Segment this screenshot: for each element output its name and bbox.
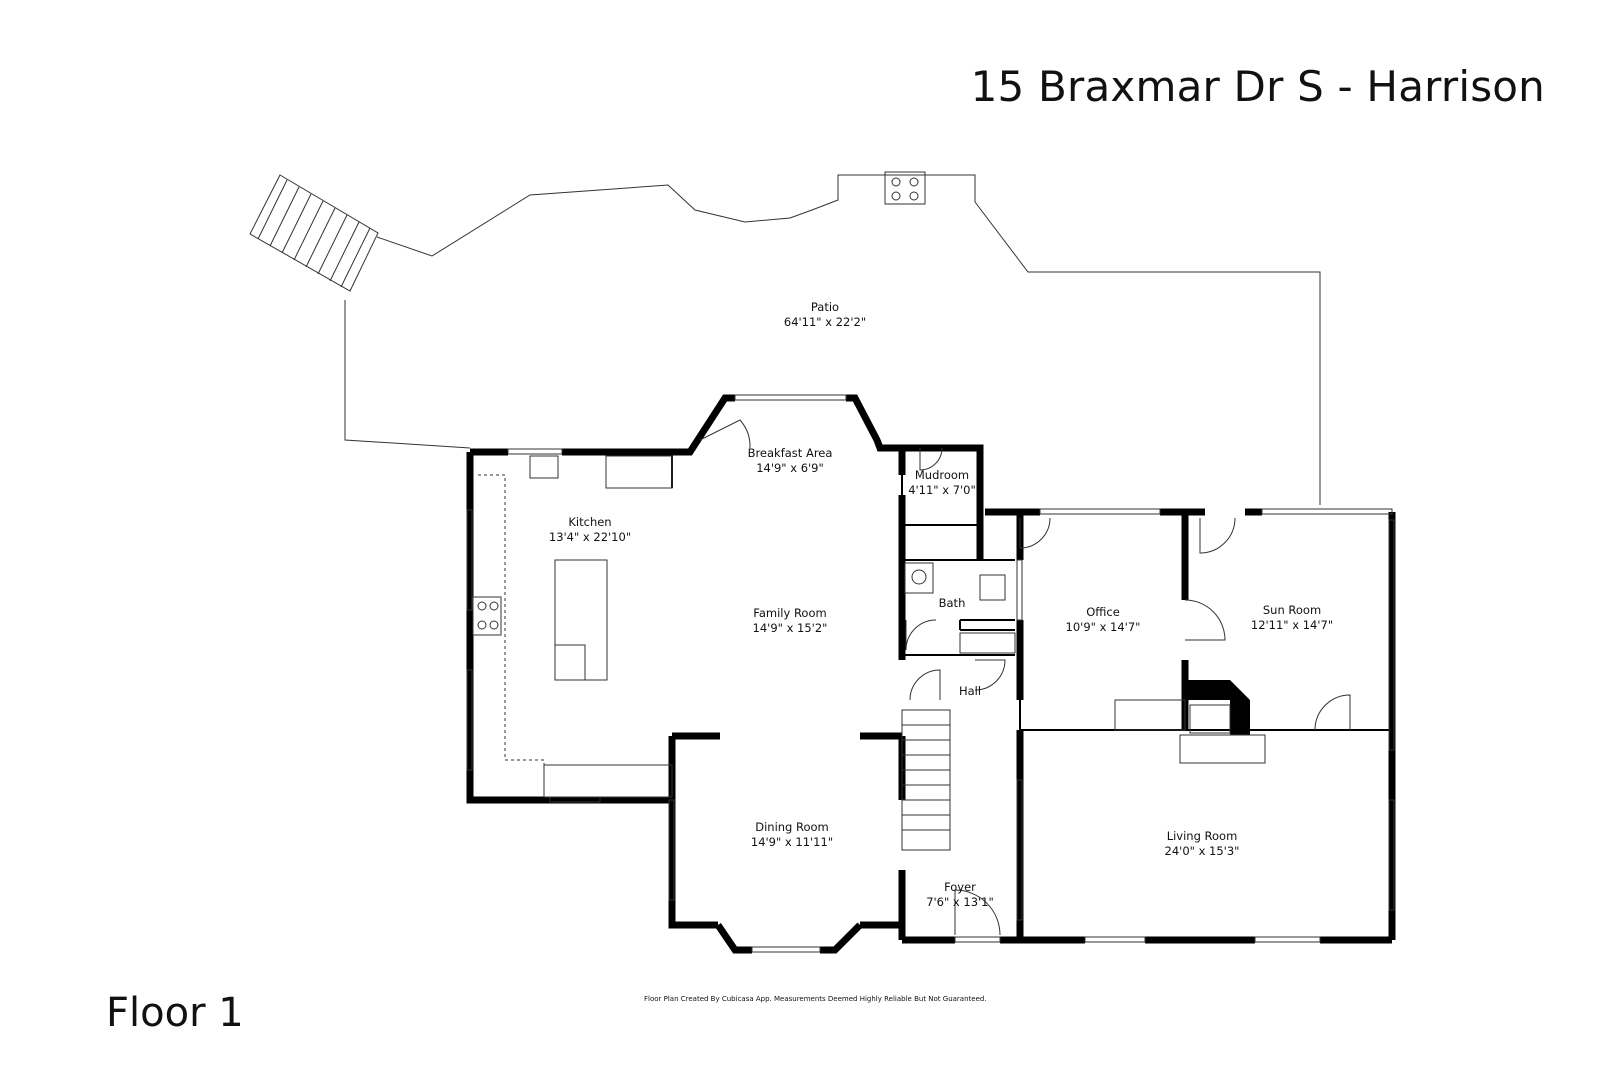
room-labels: Patio 64'11" x 22'2" Breakfast Area 14'9… <box>549 300 1333 909</box>
patio-outline <box>344 174 1321 505</box>
room-name-breakfast: Breakfast Area <box>748 446 833 460</box>
room-dims-mudroom: 4'11" x 7'0" <box>908 483 976 497</box>
room-name-sunroom: Sun Room <box>1263 603 1321 617</box>
room-dims-sunroom: 12'11" x 14'7" <box>1251 618 1333 632</box>
windows <box>466 394 1395 953</box>
room-name-family: Family Room <box>753 606 826 620</box>
room-name-office: Office <box>1086 605 1120 619</box>
room-name-patio: Patio <box>811 300 839 314</box>
room-dims-office: 10'9" x 14'7" <box>1066 620 1141 634</box>
patio-stairs <box>249 174 379 292</box>
room-dims-dining: 14'9" x 11'11" <box>751 835 833 849</box>
room-dims-living: 24'0" x 15'3" <box>1165 844 1240 858</box>
interior-stairs <box>901 709 951 851</box>
floor-label: Floor 1 <box>106 990 244 1036</box>
plan-title: 15 Braxmar Dr S - Harrison <box>970 62 1545 111</box>
room-dims-family: 14'9" x 15'2" <box>753 621 828 635</box>
room-name-living: Living Room <box>1167 829 1238 843</box>
room-name-bath: Bath <box>939 596 966 610</box>
room-dims-breakfast: 14'9" x 6'9" <box>756 461 824 475</box>
thin-walls <box>671 452 1392 731</box>
credit-note: Floor Plan Created By Cubicasa App. Meas… <box>644 995 987 1003</box>
fireplace-icon <box>1114 680 1266 764</box>
kitchen-fixtures <box>472 455 673 798</box>
room-dims-foyer: 7'6" x 13'1" <box>926 895 994 909</box>
door-swings <box>699 419 1351 936</box>
room-name-dining: Dining Room <box>755 820 829 834</box>
room-name-kitchen: Kitchen <box>568 515 611 529</box>
room-dims-kitchen: 13'4" x 22'10" <box>549 530 631 544</box>
room-name-foyer: Foyer <box>944 880 976 894</box>
room-name-hall: Hall <box>959 684 981 698</box>
room-name-mudroom: Mudroom <box>915 468 969 482</box>
room-dims-patio: 64'11" x 22'2" <box>784 315 866 329</box>
grill-icon <box>884 171 926 205</box>
bath-fixtures <box>904 562 1016 654</box>
